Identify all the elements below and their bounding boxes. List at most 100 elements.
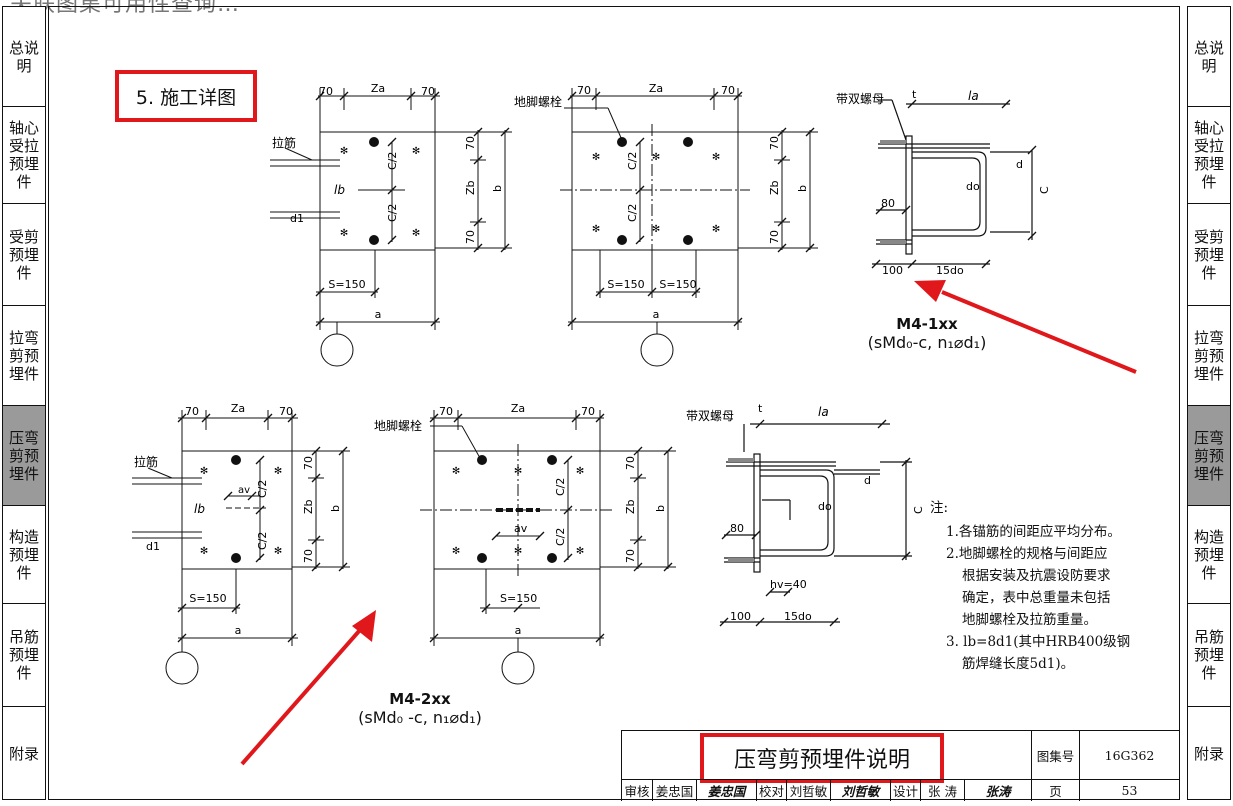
fig2c-80-label: 80 — [730, 522, 744, 535]
fig1b-c2-upper: C/2 — [626, 152, 639, 170]
fig2b-dim-70-bottom: 70 — [624, 549, 637, 563]
fig1b-dim-s150-b: S=150 — [659, 278, 696, 291]
fig1c-t-label: t — [912, 88, 917, 101]
fig2b-dim-70-top: 70 — [624, 456, 637, 470]
fig1c-double-nut-label: 带双螺母 — [836, 92, 884, 106]
fig1-section-hatch — [880, 140, 906, 244]
fig1b-anchor-bolt-label: 地脚螺栓 — [514, 94, 562, 109]
fig2a-lb-label: lb — [194, 502, 205, 516]
fig1b-dim-za: Za — [649, 82, 663, 95]
page-number: 53 — [1079, 779, 1179, 801]
fig1a-dim-zb: Zb — [464, 180, 477, 195]
fig1a-c2-upper: C/2 — [386, 152, 399, 170]
fig1a-dim-70-top: 70 — [464, 136, 477, 150]
right-nav-item-appendix[interactable]: 附录 — [1193, 745, 1224, 763]
right-nav-item-construction[interactable]: 构造预埋件 — [1188, 506, 1230, 604]
right-chapter-nav: 总说明 轴心受拉预埋件 受剪预埋件 拉弯剪预埋件 压弯剪预埋件 构造预埋件 吊筋… — [1187, 6, 1231, 800]
fig2a-dim-zb: Zb — [302, 499, 315, 514]
note-line-7: 筋焊缝长度5d1)。 — [962, 656, 1075, 672]
fig2a-dim-70-bottom: 70 — [302, 549, 315, 563]
fig2b-anchor-bolt-label: 地脚螺栓 — [374, 418, 422, 433]
figure1-code: M4-1xx — [896, 315, 958, 333]
fig2-plate-b-dots — [477, 455, 557, 563]
note-line-5: 地脚螺栓及拉筋重量。 — [962, 612, 1097, 628]
fig1b-dim-70-top: 70 — [768, 136, 781, 150]
left-nav-item-appendix[interactable]: 附录 — [8, 745, 39, 763]
fig1a-lb-label: lb — [334, 183, 345, 197]
fig2b-dim-70-right: 70 — [581, 405, 595, 418]
left-nav-item-tension-bending-shear[interactable]: 拉弯剪预埋件 — [3, 306, 45, 406]
red-arrow-upper — [914, 280, 1137, 374]
left-nav-item-shear[interactable]: 受剪预埋件 — [3, 204, 45, 306]
fig1-plate-view-b — [560, 88, 818, 367]
fig2a-dim-70-right: 70 — [279, 405, 293, 418]
fig1b-dim-s150: S=150 — [607, 278, 644, 291]
fig2b-av-label: av — [514, 522, 528, 535]
fig2b-dim-70-left: 70 — [439, 405, 453, 418]
fig1a-dim-s150: S=150 — [328, 278, 365, 291]
fig1-plate-b-dots — [617, 137, 693, 245]
fig1a-dim-a: a — [375, 308, 382, 321]
note-line-3: 根据安装及抗震设防要求 — [962, 568, 1111, 584]
fig1-plate-a — [319, 131, 436, 251]
left-nav-item-general[interactable]: 总说明 — [3, 7, 45, 107]
right-nav-item-shear[interactable]: 受剪预埋件 — [1188, 204, 1230, 306]
figure2-caption: M4-2xx (sMd₀ -c, n₁⌀d₁) — [325, 690, 515, 727]
left-nav-item-construction[interactable]: 构造预埋件 — [3, 506, 45, 604]
fig1a-c2-lower: C/2 — [386, 204, 399, 222]
note-line-6: 3. lb=8d1(其中HRB400级钢 — [946, 634, 1131, 650]
fig2a-dim-b: b — [329, 505, 342, 512]
fig1c-15d0-label: 15do — [936, 264, 964, 277]
fig2a-av-label: av — [238, 485, 250, 496]
note-line-2: 2.地脚螺栓的规格与间距应 — [946, 546, 1108, 562]
right-nav-item-hanging-bar[interactable]: 吊筋预埋件 — [1188, 604, 1230, 707]
left-nav-item-axial-tension[interactable]: 轴心受拉预埋件 — [3, 107, 45, 204]
fig1c-80-label: 80 — [881, 197, 895, 210]
fig1b-dim-70-right: 70 — [721, 84, 735, 97]
fig1-plate-view-a — [270, 88, 512, 367]
fig1c-100-label: 100 — [882, 264, 903, 277]
fig1c-la-label: la — [968, 89, 979, 103]
right-nav-item-compression-bending-shear[interactable]: 压弯剪预埋件 — [1188, 406, 1230, 506]
figure2-code: M4-2xx — [389, 690, 451, 708]
right-nav-item-axial-tension[interactable]: 轴心受拉预埋件 — [1188, 107, 1230, 204]
fig2b-dim-b: b — [654, 505, 667, 512]
left-nav-item-hanging-bar[interactable]: 吊筋预埋件 — [3, 604, 45, 707]
fig1-plate-a-stars — [339, 146, 421, 239]
fig1b-dim-zb: Zb — [768, 180, 781, 195]
right-nav-item-tension-bending-shear[interactable]: 拉弯剪预埋件 — [1188, 306, 1230, 406]
fig2a-c2-lower: C/2 — [256, 532, 269, 550]
fig1b-dim-b: b — [796, 185, 809, 192]
figure2-spec: (sMd₀ -c, n₁⌀d₁) — [358, 708, 482, 727]
atlas-number: 16G362 — [1079, 731, 1179, 779]
red-arrow-lower — [240, 610, 376, 766]
fig2-plate-a-stars — [199, 466, 283, 557]
note-line-4: 确定，表中总重量未包括 — [962, 590, 1111, 606]
left-nav-item-compression-bending-shear[interactable]: 压弯剪预埋件 — [3, 406, 45, 506]
fig1b-dim-70-bottom: 70 — [768, 230, 781, 244]
sign-reviewer-signature: 姜忠国 — [696, 779, 756, 801]
fig1-plate-a-dots — [369, 137, 379, 245]
sign-checker-name: 刘哲敏 — [786, 779, 830, 801]
sign-review-label: 审核 — [624, 783, 650, 799]
fig1a-dim-70-right: 70 — [421, 85, 435, 98]
notes-block: 注: 1.各锚筋的间距应平均分布。 2.地脚螺栓的规格与间距应 根据安装及抗震设… — [930, 497, 1130, 675]
notes-title: 注: — [930, 500, 949, 516]
right-nav-item-general[interactable]: 总说明 — [1188, 7, 1230, 107]
fig2b-dim-s-150: S=150 — [500, 592, 537, 605]
fig2b-dim-za: Za — [511, 402, 525, 415]
fig2b-c2-upper: C/2 — [554, 478, 567, 496]
sign-checker-signature: 刘哲敏 — [830, 779, 890, 801]
fig1b-dim-70-left: 70 — [577, 84, 591, 97]
fig2c-double-nut-label: 带双螺母 — [686, 409, 734, 423]
sign-designer-name: 张 涛 — [920, 779, 964, 801]
fig1-plate-b — [571, 131, 739, 251]
fig2c-15d0-label: 15do — [784, 610, 812, 623]
fig2a-dim-70-top: 70 — [302, 456, 315, 470]
fig1a-dim-70-left: 70 — [319, 85, 333, 98]
fig2b-c2-lower: C/2 — [554, 528, 567, 546]
fig2a-d1-label: d1 — [146, 540, 160, 553]
fig2-plate-a — [181, 450, 293, 570]
fig1c-d-label: d — [1016, 158, 1023, 171]
